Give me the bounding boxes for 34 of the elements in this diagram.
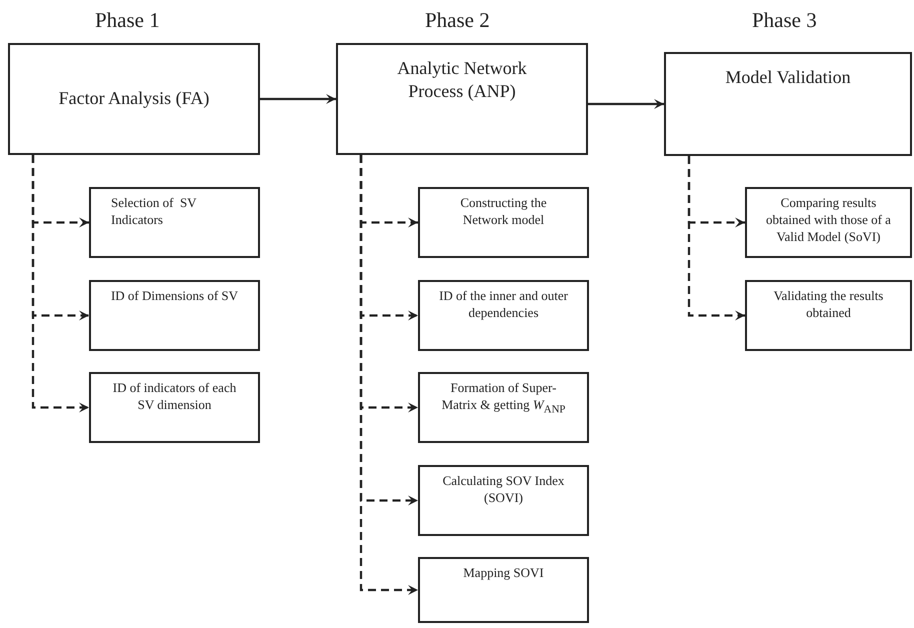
step-box <box>418 557 589 623</box>
arrow <box>360 155 418 595</box>
step-box <box>745 280 912 351</box>
phase-heading: Phase 2 <box>425 8 490 33</box>
step-text: Validating the results obtained <box>772 288 884 322</box>
step-text: Constructing the Network model <box>459 195 548 229</box>
phase-box <box>664 52 912 156</box>
step-box <box>418 280 589 351</box>
phase-title: Factor Analysis (FA) <box>58 87 210 110</box>
step-text: ID of indicators of each SV dimension <box>112 380 238 414</box>
phase-heading: Phase 3 <box>752 8 817 33</box>
step-box <box>89 187 260 258</box>
arrow <box>32 155 89 412</box>
phase-title: Model Validation <box>725 66 851 89</box>
arrow <box>260 94 336 104</box>
step-box <box>89 280 260 351</box>
phase-box <box>336 43 588 155</box>
step-box <box>745 187 912 258</box>
step-text: Mapping SOVI <box>463 565 544 582</box>
step-text: Selection of SV Indicators <box>111 195 198 229</box>
step-box <box>418 187 589 258</box>
arrow <box>688 156 745 320</box>
phase-title: Analytic Network Process (ANP) <box>396 57 528 104</box>
step-text: Comparing results obtained with those of a Valid Model (SoVI) <box>765 195 892 246</box>
step-box <box>418 372 589 443</box>
step-text: ID of Dimensions of SV <box>110 288 238 305</box>
step-text: Formation of Super-Matrix & getting W$_{ANP}$ <box>440 380 566 417</box>
step-box <box>89 372 260 443</box>
step-box <box>418 465 589 536</box>
phase-box <box>8 43 260 155</box>
arrow <box>588 99 664 109</box>
phase-heading: Phase 1 <box>95 8 160 33</box>
step-text: Calculating SOV Index (SOVI) <box>442 473 566 507</box>
step-text: ID of the inner and outer dependencies <box>438 288 569 322</box>
